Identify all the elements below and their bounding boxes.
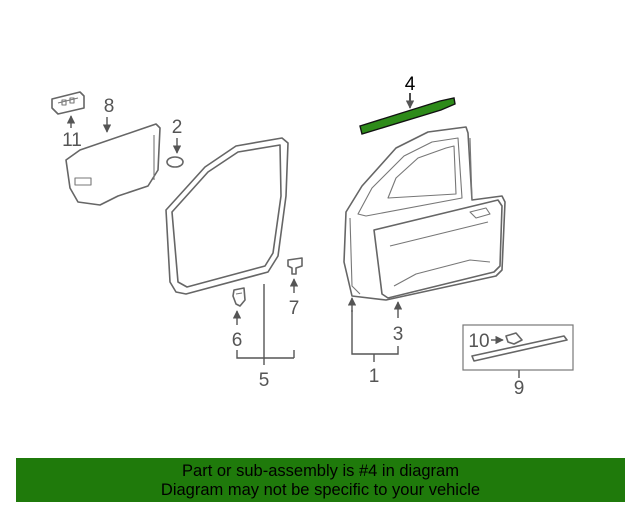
- callout-6: 6: [232, 330, 243, 351]
- part-6-clip: [232, 287, 246, 307]
- part-9-group-box: [462, 324, 574, 371]
- callout-1: 1: [369, 366, 380, 387]
- callout-10: 10: [468, 331, 489, 352]
- callout-9: 9: [514, 378, 525, 399]
- callout-8: 8: [104, 96, 115, 117]
- part-1-door-shell: [343, 126, 506, 301]
- callout-2: 2: [172, 117, 183, 138]
- part-2-plug: [166, 156, 184, 168]
- banner-line-2: Diagram may not be specific to your vehi…: [160, 481, 481, 499]
- callout-4: 4: [405, 74, 416, 95]
- banner-line-1: Part or sub-assembly is #4 in diagram: [182, 462, 459, 480]
- part-11-bracket: [51, 91, 85, 115]
- callout-11: 11: [62, 130, 82, 151]
- callout-3: 3: [393, 324, 404, 345]
- part-3-trim-panel: [373, 199, 503, 299]
- part-5-weatherstrip: [165, 137, 289, 295]
- part-7-clip: [287, 257, 303, 275]
- info-banner: Part or sub-assembly is #4 in diagram Di…: [16, 458, 625, 502]
- callout-7: 7: [289, 298, 300, 319]
- part-4-belt-molding: [359, 97, 456, 135]
- part-8-hole-cover: [65, 123, 161, 206]
- callout-5: 5: [259, 370, 270, 391]
